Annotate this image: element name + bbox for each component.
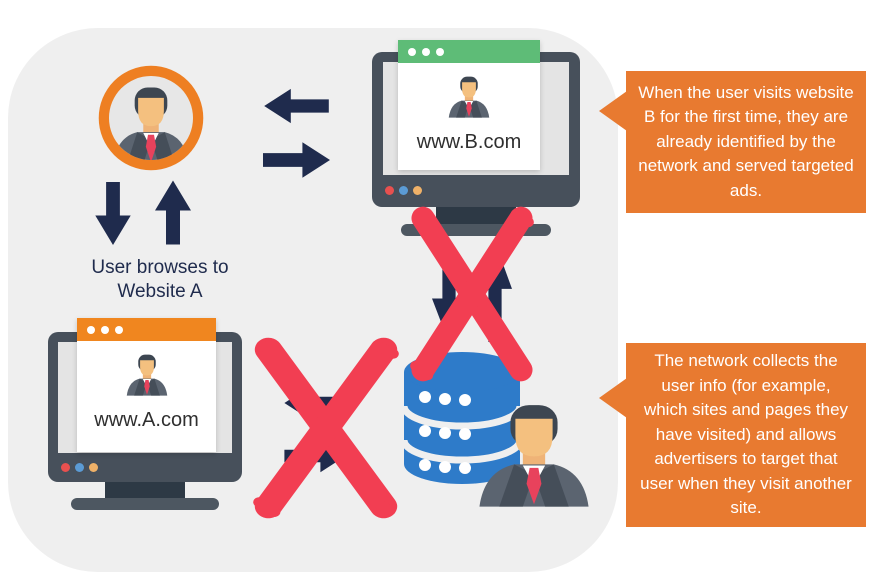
browser-dot-icon <box>408 47 416 56</box>
callout-network: The network collects the user info (for … <box>626 343 866 527</box>
arrow-left-icon <box>263 87 330 125</box>
monitor-stand <box>105 482 185 500</box>
database-icon <box>398 350 526 486</box>
browser-dot-icon <box>87 325 95 334</box>
x-mark-icon <box>246 337 406 519</box>
monitor-bezel-dots <box>385 186 422 195</box>
browser-dot-icon <box>422 47 430 56</box>
browser-dot-icon <box>101 325 109 334</box>
ad-network-agent-icon <box>472 396 596 510</box>
callout-b-pointer <box>599 91 627 131</box>
callout-website-b-text: When the user visits website B for the f… <box>638 82 854 200</box>
browser-titlebar <box>398 40 540 63</box>
monitor-bezel-dots <box>61 463 98 472</box>
user-flow-label-line2: Website A <box>117 281 203 302</box>
website-b-url: www.B.com <box>416 131 522 153</box>
browser-dot-icon <box>436 47 444 56</box>
website-a-computer: www.A.com <box>48 318 242 510</box>
arrow-up-icon <box>155 180 191 245</box>
callout-network-pointer <box>599 378 627 418</box>
browser-titlebar <box>77 318 216 341</box>
monitor-stand <box>436 207 516 226</box>
user-flow-label: User browses to Website A <box>60 256 260 304</box>
arrow-down-icon <box>95 182 131 245</box>
website-b-computer: www.B.com <box>372 40 580 238</box>
person-icon <box>126 354 167 396</box>
user-avatar-icon <box>95 62 207 174</box>
user-flow-label-line1: User browses to <box>91 257 229 278</box>
website-b-browser-window: www.B.com <box>398 40 540 170</box>
arrow-right-icon <box>263 140 330 180</box>
website-a-url: www.A.com <box>94 409 199 431</box>
website-a-browser-window: www.A.com <box>77 318 216 452</box>
callout-network-text: The network collects the user info (for … <box>640 351 852 518</box>
x-mark-icon <box>404 206 540 382</box>
monitor-stand-base <box>71 498 219 510</box>
browser-dot-icon <box>115 325 123 334</box>
callout-website-b: When the user visits website B for the f… <box>626 71 866 213</box>
person-icon <box>448 76 490 118</box>
